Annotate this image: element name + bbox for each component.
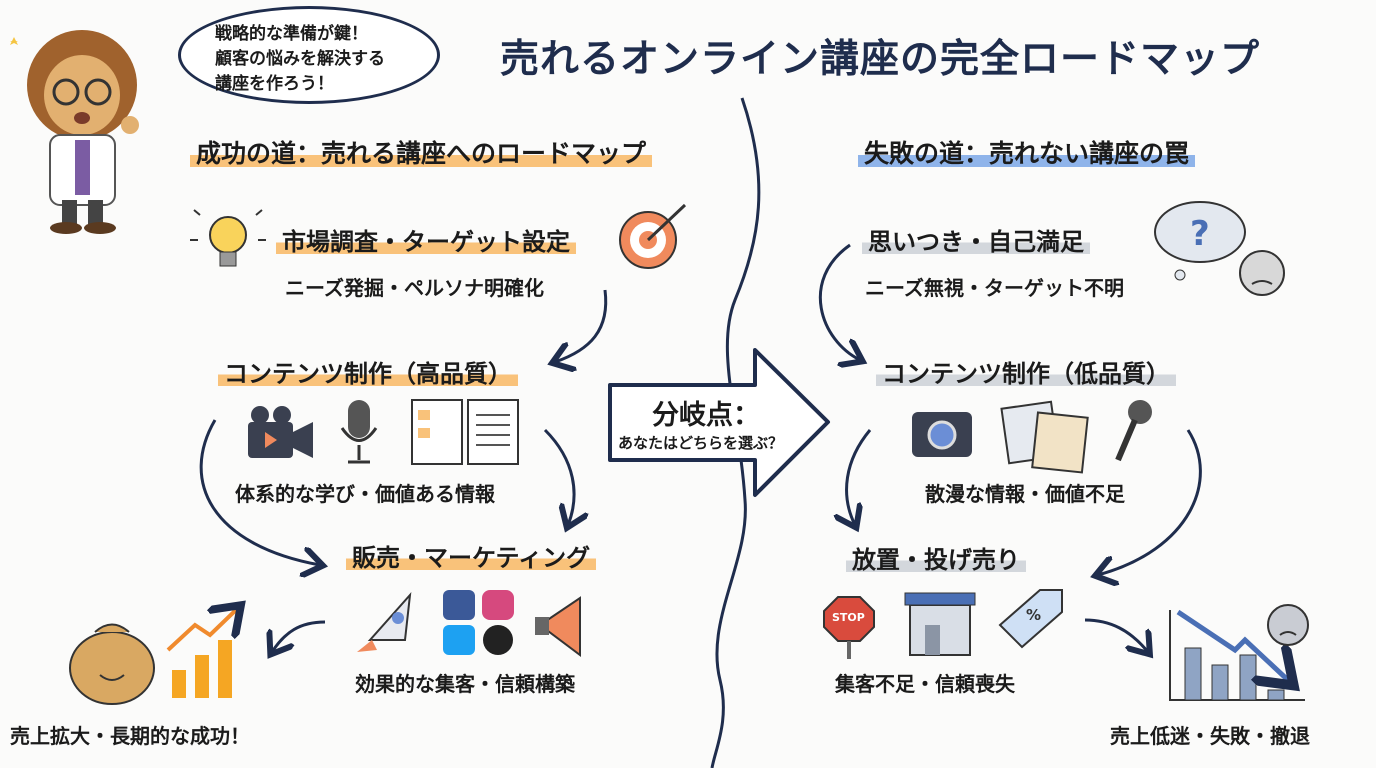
speech-line: 戦略的な準備が鍵！: [215, 24, 368, 44]
messy-documents-icon: [1000, 400, 1089, 474]
closed-store-icon: [904, 592, 976, 656]
arrow-right-1: [819, 243, 860, 360]
document-icon: [411, 399, 519, 465]
arrow-right-2: [847, 429, 872, 525]
success-step-3-title: 販売・マーケティング: [346, 538, 597, 573]
video-camera-icon: [248, 406, 313, 458]
success-path-header: 成功の道：売れる講座へのロードマップ: [190, 134, 653, 170]
speech-bubble-text: 戦略的な準備が鍵！ 顧客の悩みを解決する 講座を作ろう！: [215, 22, 385, 97]
speech-bubble: [178, 6, 440, 104]
path-divider: [710, 97, 761, 768]
failure-step-1-title: 思いつき・自己満足: [862, 222, 1090, 257]
success-result: 売上拡大・長期的な成功！: [10, 724, 250, 748]
declining-chart-icon: [1169, 609, 1305, 701]
svg-text:?: ?: [1190, 214, 1210, 254]
discount-tag-text: %: [1026, 606, 1042, 624]
arrow-left-3: [543, 428, 574, 525]
stop-sign-text: STOP: [832, 611, 865, 624]
failure-step-3-detail: 集客不足・信頼喪失: [835, 672, 1015, 696]
failure-result: 売上低迷・失敗・撤退: [1110, 724, 1310, 748]
arrow-left-2: [199, 419, 320, 565]
discount-tag-icon: [998, 589, 1063, 649]
arrow-right-3: [1098, 429, 1202, 575]
page-title: 売れるオンライン講座の完全ロードマップ: [500, 37, 1261, 82]
speech-line: 顧客の悩みを解決する: [215, 49, 385, 69]
success-step-2-detail: 体系的な学び・価値ある情報: [235, 482, 495, 506]
social-media-icons: [443, 590, 514, 655]
crying-face-icon: [1267, 604, 1309, 646]
success-step-1-detail: ニーズ発掘・ペルソナ明確化: [285, 276, 544, 300]
speech-line: 講座を作ろう！: [215, 74, 334, 94]
success-step-1-title: 市場調査・ターゲット設定: [276, 222, 576, 257]
stop-sign-icon: [823, 596, 875, 659]
failure-step-1-detail: ニーズ無視・ターゲット不明: [865, 276, 1124, 300]
failure-path-header: 失敗の道：売れない講座の罠: [858, 134, 1196, 170]
money-bag-icon: [69, 623, 155, 705]
success-step-2-title: コンテンツ制作（高品質）: [218, 354, 518, 389]
megaphone-icon: [535, 596, 581, 657]
growth-chart-icon: [166, 608, 238, 698]
broken-microphone-icon: [1115, 400, 1152, 462]
arrow-right-4: [1084, 618, 1148, 652]
lightbulb-icon: [190, 209, 266, 267]
failure-step-2-detail: 散漫な情報・価値不足: [925, 482, 1125, 506]
failure-step-3-title: 放置・投げ売り: [846, 540, 1026, 575]
camera-icon: [912, 412, 972, 457]
branch-title: 分岐点：: [652, 400, 760, 431]
branch-question: あなたはどちらを選ぶ？: [618, 434, 784, 452]
arrow-left-1: [555, 289, 608, 362]
lion-professor-illustration: [10, 30, 139, 234]
microphone-icon: [340, 400, 378, 464]
failure-step-2-title: コンテンツ制作（低品質）: [876, 354, 1176, 389]
thought-bubble-question-icon: ?: [1154, 201, 1246, 281]
success-step-3-detail: 効果的な集客・信頼構築: [355, 672, 575, 696]
arrow-left-4: [272, 620, 326, 652]
branch-arrow: [608, 348, 830, 497]
target-icon: [619, 203, 687, 269]
rocket-icon: [357, 591, 412, 652]
worried-face-icon: [1239, 250, 1285, 296]
